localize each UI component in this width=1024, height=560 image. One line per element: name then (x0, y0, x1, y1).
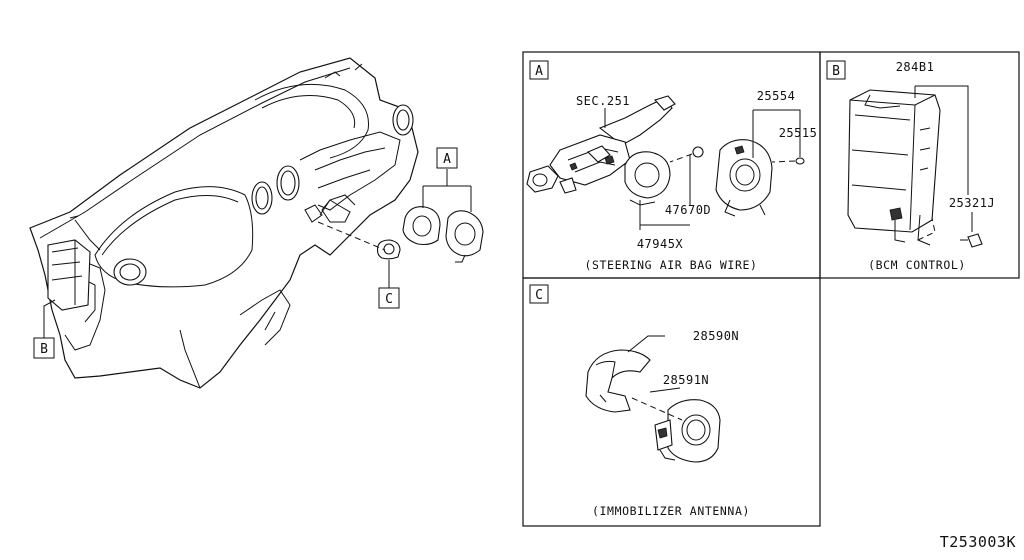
combination-switch (526, 95, 676, 194)
dashboard-overview (29, 57, 484, 389)
part-label-25321j: 25321J (949, 196, 995, 210)
part-label-sec251: SEC.251 (576, 94, 630, 108)
figure-code: T253003K (940, 533, 1016, 551)
callout-a-label: A (443, 152, 451, 167)
bcm-module (847, 89, 941, 246)
panel-a-tag: A (535, 64, 543, 79)
part-label-25515: 25515 (779, 126, 818, 140)
panel-b: B 284B1 25321J (BCM CONTROL) (826, 60, 995, 272)
panel-frames (522, 51, 1020, 527)
callout-c-label: C (385, 292, 393, 307)
panel-b-caption: (BCM CONTROL) (868, 258, 966, 272)
bcm-bolt (960, 233, 983, 248)
panel-a-caption: (STEERING AIR BAG WIRE) (584, 258, 757, 272)
panel-c: C 28590N 28591N (IMMOBILIZER ANTENNA) (529, 284, 750, 518)
panel-c-caption: (IMMOBILIZER ANTENNA) (592, 504, 750, 518)
callout-b: B (33, 337, 55, 359)
immobilizer-antenna (654, 399, 721, 463)
screw (669, 146, 704, 163)
antenna-cover (585, 349, 651, 413)
part-label-28591n: 28591N (663, 373, 709, 387)
panel-b-tag: B (832, 64, 840, 79)
part-label-284b1: 284B1 (896, 60, 935, 74)
callout-a: A (436, 147, 458, 169)
callout-b-label: B (40, 342, 48, 357)
part-label-47945x: 47945X (637, 237, 684, 251)
panel-c-tag: C (535, 288, 543, 303)
part-label-28590n: 28590N (693, 329, 739, 343)
spiral-cable (624, 151, 671, 206)
steering-angle-sensor (715, 139, 773, 217)
callout-c: C (378, 287, 400, 309)
part-label-25554: 25554 (757, 89, 796, 103)
part-label-47670d: 47670D (665, 203, 711, 217)
panel-a: A (526, 60, 818, 272)
